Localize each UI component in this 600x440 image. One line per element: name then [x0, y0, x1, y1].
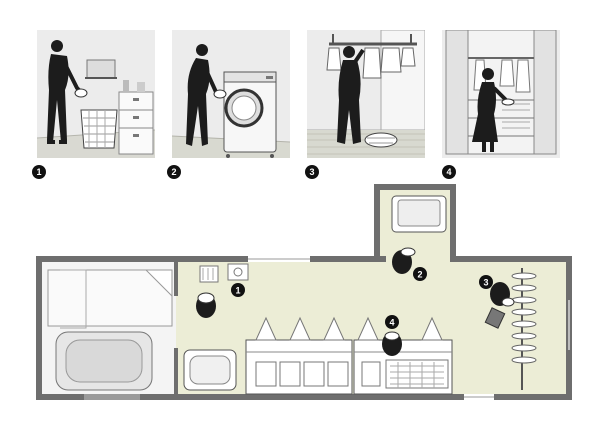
plan-marker-4: 4: [385, 315, 399, 329]
washing-machine: [391, 195, 447, 233]
hanging-clothes-illustration: [307, 30, 425, 158]
storage-cabinet-right: [353, 339, 453, 395]
plan-marker-1: 1: [231, 283, 245, 297]
scene-step-3: [307, 30, 425, 158]
step-number-1: 1: [32, 165, 46, 179]
plan-marker-3: 3: [479, 275, 493, 289]
bathroom-floor: [42, 262, 176, 394]
clothes-basket: [484, 307, 506, 329]
scene-step-1: [37, 30, 155, 158]
person-figure-4: [382, 331, 402, 356]
walls: [36, 184, 572, 400]
bath-step: [84, 394, 140, 400]
hanger-triangles: [255, 316, 443, 341]
step-number-4: 4: [442, 165, 456, 179]
utility-sink: [183, 349, 237, 391]
person-figure-1: [196, 292, 216, 318]
plan-marker-4-label: 4: [389, 318, 394, 328]
laundry-basket-illustration: [37, 30, 155, 158]
shower-corner: [144, 269, 173, 298]
washing-machine-illustration: [172, 30, 290, 158]
scene-step-2: [172, 30, 290, 158]
utility-sink-basin: [189, 355, 231, 385]
laundry-basket-slats: [202, 268, 214, 280]
plan-marker-2-label: 2: [417, 270, 422, 280]
laundry-basket: [199, 265, 219, 283]
bathtub-basin: [65, 339, 143, 383]
sink-drain-icon: [233, 267, 243, 277]
washing-machine-lid: [397, 199, 441, 227]
cabinet-right-drawers: [361, 359, 449, 389]
storage-cabinet-left: [245, 339, 353, 395]
bathtub: [55, 331, 153, 391]
step-number-2: 2: [167, 165, 181, 179]
plan-marker-3-label: 3: [483, 278, 488, 288]
laundry-floor: [176, 262, 566, 394]
bath-shelf: [60, 269, 87, 329]
plan-marker-1-label: 1: [235, 286, 240, 296]
plan-marker-2: 2: [413, 267, 427, 281]
hanging-clothes: [511, 272, 537, 364]
closet-storage-illustration: [442, 30, 560, 158]
sink-unit: [227, 263, 249, 281]
alcove-floor: [380, 190, 456, 262]
person-figure-3: [490, 282, 515, 307]
bath-counter: [47, 269, 173, 327]
person-figure-2: [392, 247, 416, 274]
step-number-3: 3: [305, 165, 319, 179]
scene-step-4: [442, 30, 560, 158]
folded-clothes: [390, 362, 444, 388]
cabinet-left-drawers: [255, 361, 349, 387]
